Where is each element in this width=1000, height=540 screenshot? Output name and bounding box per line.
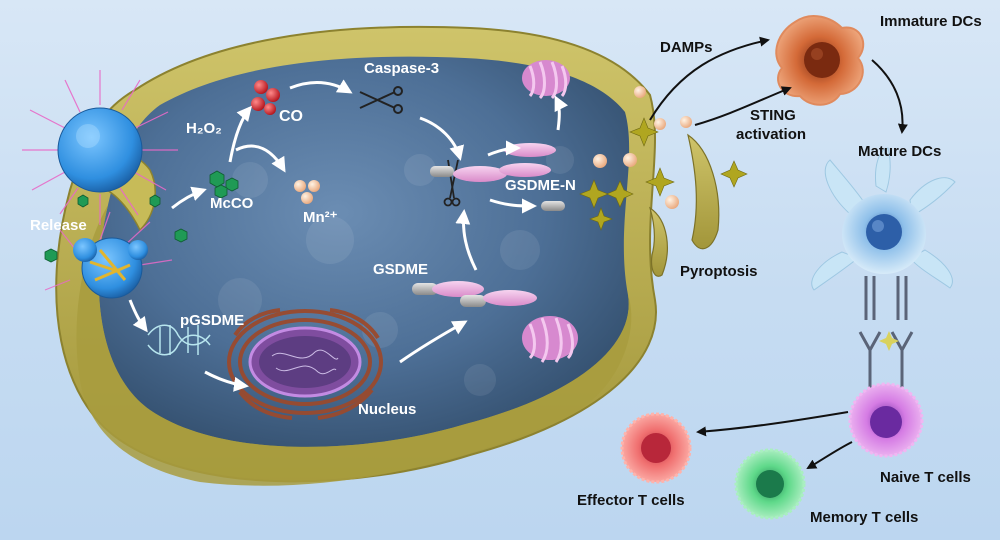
mcco-clusters xyxy=(44,170,239,263)
label-caspase3: Caspase-3 xyxy=(364,60,439,77)
arrow-plasmid-to-nucleus xyxy=(204,370,249,392)
label-pyroptosis: Pyroptosis xyxy=(680,263,758,280)
label-mn2: Mn²⁺ xyxy=(303,209,338,226)
effector-t-cell xyxy=(620,412,692,484)
label-pgsdme: pGSDME xyxy=(180,312,244,329)
arrow-gsdmen-to-pore xyxy=(554,95,569,131)
arrow-gsdme-to-gsdmen xyxy=(487,140,521,157)
label-h2o2: H₂O₂ xyxy=(186,120,222,137)
label-mcco: McCO xyxy=(210,195,254,212)
label-immature-dcs: Immature DCs xyxy=(880,13,982,30)
membrane-fragments xyxy=(648,133,720,277)
nanoparticle-intact xyxy=(22,70,178,225)
gsdme-proteins xyxy=(412,281,537,307)
label-co: CO xyxy=(279,108,303,125)
mhc-tcr-receptors xyxy=(858,276,914,390)
cytoplasm xyxy=(98,56,630,447)
arrow-caspase-to-gsdme xyxy=(419,116,465,161)
damp-stars xyxy=(579,117,748,231)
label-nucleus: Nucleus xyxy=(358,401,416,418)
arrow-mcco-to-mn xyxy=(235,144,286,173)
arrow-naive-to-effector xyxy=(696,411,849,437)
memory-t-cell xyxy=(734,448,806,520)
arrow-mcco-to-co xyxy=(228,105,252,163)
label-naive-t: Naive T cells xyxy=(880,469,971,486)
arrow-co-to-caspase xyxy=(289,79,353,94)
arrow-nucleus-to-gsdme xyxy=(399,320,468,364)
gsdme-pore-top xyxy=(522,60,570,100)
immature-dc xyxy=(775,14,865,106)
mature-dc xyxy=(811,147,956,291)
nucleus xyxy=(227,308,383,420)
scissors-icon xyxy=(359,86,403,114)
arrow-immature-to-mature xyxy=(871,59,908,134)
arrow-gsdme-up xyxy=(455,209,478,271)
label-sting: STING xyxy=(750,107,796,124)
arrow-gsdme-to-grey xyxy=(489,198,537,214)
co-molecules xyxy=(251,80,280,115)
mn-ions xyxy=(294,180,320,204)
released-ions xyxy=(593,86,692,209)
plasmid-dna xyxy=(147,324,211,356)
label-gsdme-n: GSDME-N xyxy=(505,177,576,194)
label-memory-t: Memory T cells xyxy=(810,509,918,526)
arrow-np-to-plasmid xyxy=(128,299,148,333)
antigen-star xyxy=(879,331,899,351)
arrows-inside xyxy=(128,79,569,392)
naive-t-cell xyxy=(848,382,924,458)
label-release: Release xyxy=(30,217,87,234)
gsdme-pore-bottom xyxy=(522,316,578,363)
gsdme-cleaving xyxy=(430,166,507,182)
label-gsdme: GSDME xyxy=(373,261,428,278)
labels: Release H₂O₂ CO McCO Mn²⁺ Caspase-3 GSDM… xyxy=(30,13,982,526)
arrow-sting-to-immature xyxy=(694,86,792,126)
arrows-outside xyxy=(649,36,908,469)
cell xyxy=(55,25,657,486)
arrow-naive-to-memory xyxy=(806,441,853,469)
label-damps: DAMPs xyxy=(660,39,713,56)
cytoplasm-texture xyxy=(218,146,574,396)
arrow-release-to-mcco xyxy=(171,186,207,210)
arrow-damps-to-immature xyxy=(649,36,770,121)
label-activation: activation xyxy=(736,126,806,143)
label-effector-t: Effector T cells xyxy=(577,492,685,509)
label-mature-dcs: Mature DCs xyxy=(858,143,941,160)
nanoparticle-disassembled xyxy=(44,211,173,299)
